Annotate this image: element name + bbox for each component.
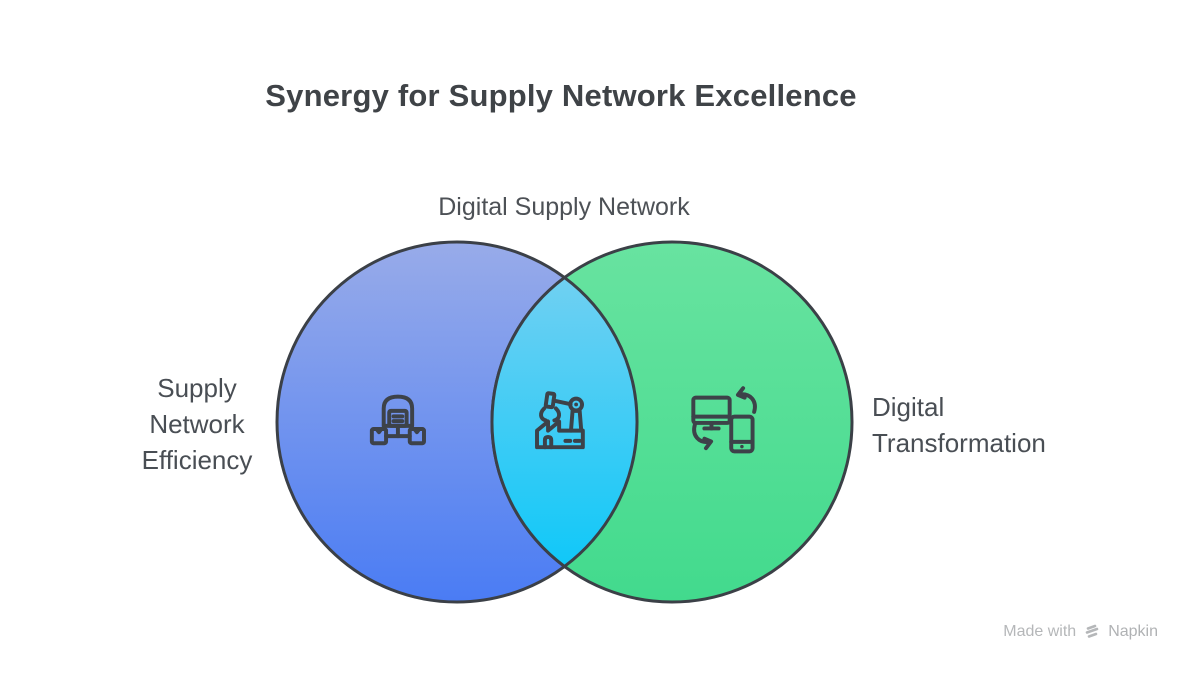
venn-circles [275, 240, 854, 604]
intersection-label: Digital Supply Network [438, 193, 690, 221]
left-label-line: Network [149, 409, 245, 439]
right-label-line: Digital [872, 392, 945, 422]
right-circle-label: Digital Transformation [872, 389, 1046, 461]
watermark: Made with Napkin [1003, 623, 1158, 641]
napkin-logo-icon [1085, 624, 1099, 638]
watermark-brand: Napkin [1108, 623, 1158, 640]
smart-factory-robotic-arm-icon [535, 391, 585, 450]
left-circle-label: Supply Network Efficiency [142, 370, 253, 478]
page-title: Synergy for Supply Network Excellence [265, 78, 857, 113]
watermark-text: Made with [1003, 623, 1077, 640]
device-sync-icon [691, 386, 757, 454]
left-label-line: Efficiency [141, 445, 253, 475]
overlap-lens [490, 275, 639, 569]
warehouse-distribution-icon [369, 394, 426, 446]
left-label-line: Supply [157, 373, 237, 403]
right-label-line: Transformation [872, 428, 1046, 458]
